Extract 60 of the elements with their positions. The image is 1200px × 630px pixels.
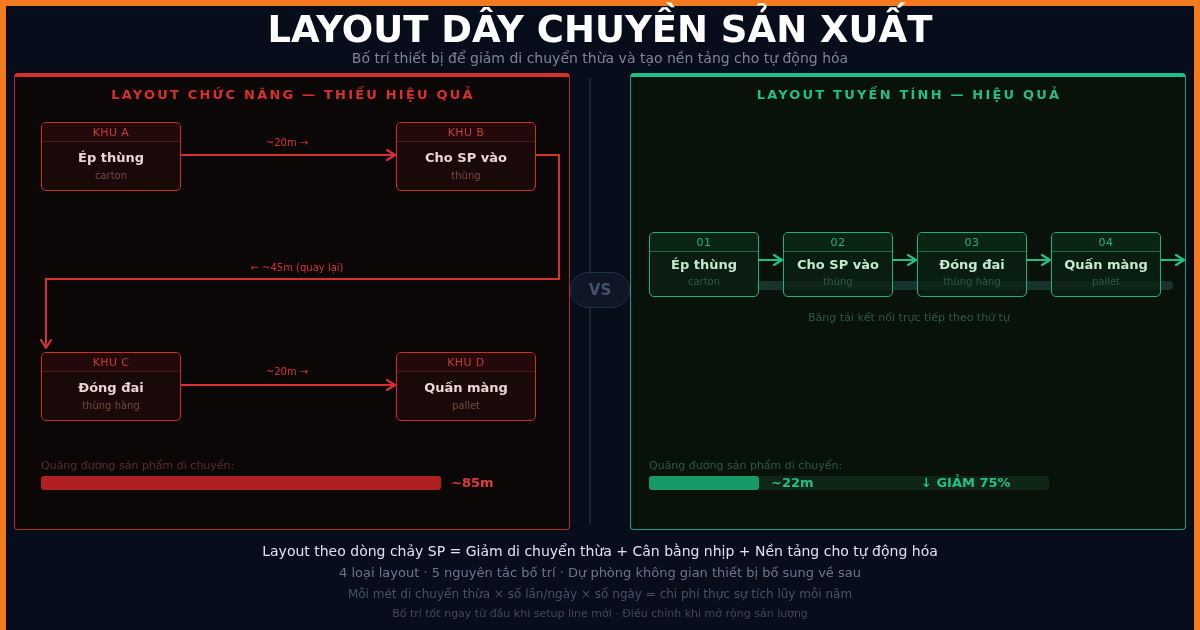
summary-note: 4 loại layout · 5 nguyên tắc bố trí · Dự phòng không gian thiết bị bổ sung về sau: [338, 565, 862, 581]
distance-bar-track: [649, 476, 1049, 490]
process-detail: thùng hàng: [81, 399, 141, 412]
edge-label: ~20m →: [207, 136, 367, 150]
arrow: [891, 253, 918, 267]
process-detail: carton: [686, 275, 722, 288]
step-header: 02: [784, 233, 892, 252]
distance-caption: Quãng đường sản phẩm di chuyển:: [41, 459, 235, 473]
arrow: [179, 378, 397, 392]
footer-note: Bố trí tốt ngay từ đầu khi setup line mới · Điều chỉnh khi mở rộng sản lượng: [391, 607, 809, 621]
distance-value: ~22m: [771, 475, 814, 491]
summary-formula: Layout theo dòng chảy SP = Giảm di chuyển thừa + Cân bằng nhịp + Nền tảng cho tự động hóa: [261, 543, 939, 560]
comparison-panel: [14, 73, 570, 530]
step-header: 01: [650, 233, 758, 252]
process-name: Ép thùng: [77, 150, 145, 166]
reduction-value: ↓ GIẢM 75%: [921, 475, 1011, 491]
arrow: [1025, 253, 1052, 267]
zone-header: KHU D: [397, 353, 535, 372]
zone-header: KHU C: [42, 353, 180, 372]
distance-bar-fill: [649, 476, 759, 490]
process-detail: thùng: [450, 169, 482, 182]
process-detail: carton: [93, 169, 129, 182]
process-name: Quấn màng: [423, 380, 509, 396]
process-name: Cho SP vào: [424, 150, 508, 166]
process-box: [396, 122, 536, 191]
process-name: Đóng đai: [77, 380, 145, 396]
arrow: [39, 154, 560, 350]
process-box: [649, 232, 759, 297]
distance-caption: Quãng đường sản phẩm di chuyển:: [649, 459, 843, 473]
panel-heading: LAYOUT TUYẾN TÍNH — HIỆU QUẢ: [755, 87, 1063, 103]
process-name: Ép thùng: [670, 257, 738, 273]
comparison-panel: [630, 73, 1186, 530]
vs-text: VS: [587, 281, 613, 299]
process-box: [783, 232, 893, 297]
process-box: [41, 122, 181, 191]
process-name: Quấn màng: [1063, 257, 1149, 273]
edge-label: ← ~45m (quay lại): [217, 261, 377, 275]
comparison-pill: [570, 272, 630, 308]
step-header: 04: [1052, 233, 1160, 252]
process-detail: thùng: [822, 275, 854, 288]
arrow: [179, 148, 397, 162]
process-name: Cho SP vào: [796, 257, 880, 273]
step-header: 03: [918, 233, 1026, 252]
arrow: [1159, 253, 1186, 267]
edge-label: ~20m →: [207, 365, 367, 379]
process-box: [41, 352, 181, 421]
zone-header: KHU B: [397, 123, 535, 142]
conveyor-caption: Băng tải kết nối trực tiếp theo thứ tự: [807, 311, 1012, 325]
distance-value: ~85m: [451, 475, 494, 491]
zone-header: KHU A: [42, 123, 180, 142]
cost-note: Mỗi mét di chuyển thừa × số lần/ngày × số ngày = chi phí thực sự tích lũy mỗi năm: [346, 587, 854, 602]
arrow: [757, 253, 784, 267]
panel-heading: LAYOUT CHỨC NĂNG — THIẾU HIỆU QUẢ: [110, 87, 476, 103]
process-box: [917, 232, 1027, 297]
process-box: [1051, 232, 1161, 297]
process-box: [396, 352, 536, 421]
process-detail: pallet: [450, 399, 482, 412]
process-detail: thùng hàng: [942, 275, 1002, 288]
process-detail: pallet: [1090, 275, 1122, 288]
process-name: Đóng đai: [938, 257, 1006, 273]
